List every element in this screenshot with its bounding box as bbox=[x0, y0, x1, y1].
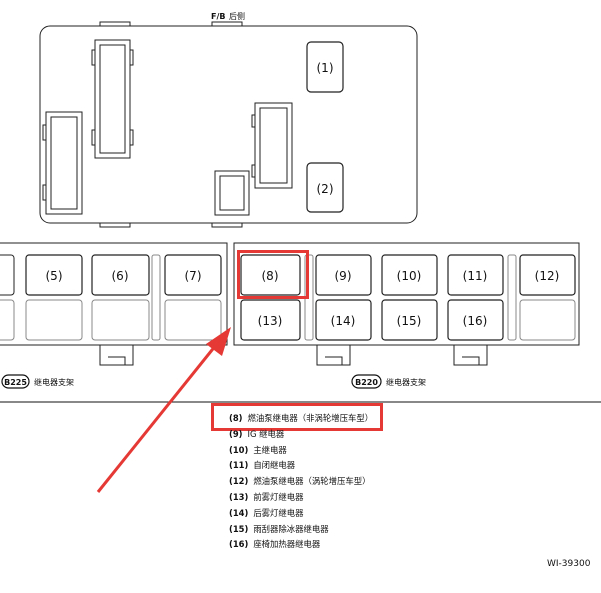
relay-5-label: (5) bbox=[46, 269, 63, 283]
relay-6-label: (6) bbox=[112, 269, 129, 283]
b225-caption: 继电器支架 bbox=[34, 377, 74, 387]
relay-12-label: (12) bbox=[535, 269, 560, 283]
relay-10-label: (10) bbox=[397, 269, 422, 283]
relay-15-label: (15) bbox=[397, 314, 422, 328]
relay-2: (2) bbox=[306, 162, 344, 213]
b220-caption: 继电器支架 bbox=[386, 377, 426, 387]
relay-16-label: (16) bbox=[463, 314, 488, 328]
legend-item: (8)燃油泵继电器（非涡轮增压车型） bbox=[229, 413, 374, 423]
b220-badge: B220 bbox=[351, 374, 382, 389]
relay-8-highlight bbox=[237, 250, 309, 299]
legend-8-highlight bbox=[211, 403, 383, 431]
right-relay-bracket bbox=[233, 242, 580, 366]
fb-side-label: 后侧 bbox=[229, 11, 245, 21]
legend-item: (10)主继电器 bbox=[229, 444, 287, 455]
left-relay-bracket bbox=[0, 242, 228, 366]
upper-relay-box bbox=[39, 21, 418, 228]
highlight-arrow bbox=[96, 327, 231, 493]
relay-1: (1) bbox=[306, 41, 344, 93]
relay-8-label: (8) bbox=[262, 269, 279, 283]
fb-label: F/B bbox=[211, 12, 225, 21]
svg-text:(1): (1) bbox=[317, 61, 334, 75]
svg-text:B225: B225 bbox=[4, 378, 27, 387]
b225-badge: B225 bbox=[1, 374, 30, 389]
relay-7-label: (7) bbox=[185, 269, 202, 283]
relay-legend: (8)燃油泵继电器（非涡轮增压车型） (9)IG 继电器 (10)主继电器 (1… bbox=[229, 411, 569, 553]
legend-item: (12)燃油泵继电器（涡轮增压车型） bbox=[229, 476, 371, 487]
legend-item: (9)IG 继电器 bbox=[229, 428, 285, 439]
legend-item: (14)后雾灯继电器 bbox=[229, 507, 304, 518]
svg-text:(2): (2) bbox=[317, 182, 334, 196]
legend-item: (16)座椅加热器继电器 bbox=[229, 539, 321, 550]
figure-id: WI-39300 bbox=[547, 559, 591, 569]
relay-14-label: (14) bbox=[331, 314, 356, 328]
legend-item: (13)前雾灯继电器 bbox=[229, 491, 304, 502]
svg-text:B220: B220 bbox=[355, 378, 378, 387]
relay-11-label: (11) bbox=[463, 269, 488, 283]
relay-13-label: (13) bbox=[258, 314, 283, 328]
legend-item: (15)雨刮器除冰器继电器 bbox=[229, 523, 329, 534]
relay-9-label: (9) bbox=[335, 269, 352, 283]
legend-item: (11)自闭继电器 bbox=[229, 460, 296, 471]
